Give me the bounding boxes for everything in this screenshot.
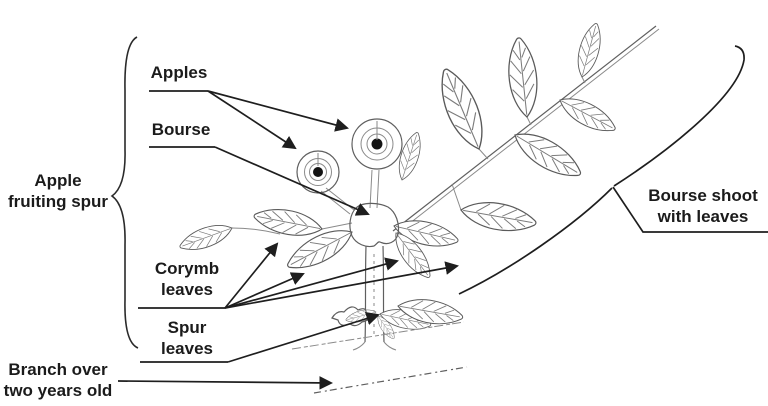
leader-lines [117, 90, 460, 390]
bourse-label: Bourse [151, 120, 211, 139]
spur-leaves-label: Spur leaves [161, 318, 213, 358]
fruiting-spur-brace [110, 36, 139, 349]
apples-label: Apples [150, 63, 208, 82]
corymb-leaves-art [176, 129, 462, 284]
fruiting-spur-label: Apple fruiting spur [7, 171, 109, 211]
branch-age-label: Branch over two years old [3, 360, 113, 400]
bourse-shoot-leaves [430, 20, 621, 237]
bourse-shoot-callout-lines [458, 45, 768, 295]
bourse-shoot-label: Bourse shoot with leaves [648, 186, 758, 226]
apple-fruit-right [351, 118, 403, 209]
corymb-leaves-label: Corymb leaves [154, 259, 220, 299]
spur-stem [352, 245, 397, 351]
spur-leaves-art [331, 294, 466, 342]
bourse-shoot-stem [392, 25, 660, 235]
old-branch [291, 321, 468, 394]
bourse-structure [349, 202, 400, 248]
